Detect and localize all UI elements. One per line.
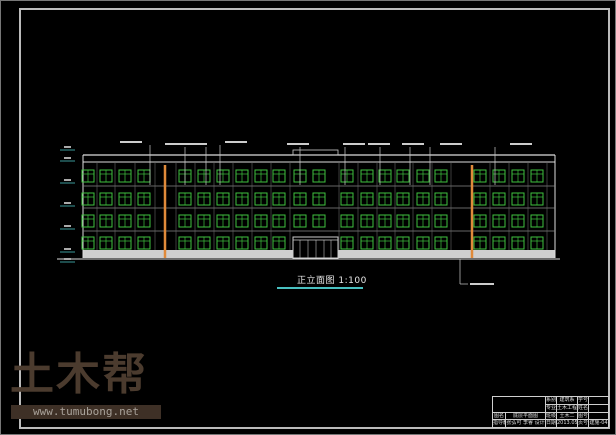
watermark-url: www.tumubong.net [11, 405, 161, 419]
entrance-door [292, 236, 339, 259]
annotation-text-mark [287, 143, 309, 145]
watermark-logo: 土木帮 [10, 349, 148, 400]
level-value-mark [64, 258, 71, 260]
title-block: 系别建筑系学号专业土木工程姓名图名底层平面图班级土木二图号指导教师张弘可 李睿 … [492, 396, 609, 428]
title-underline [277, 287, 363, 289]
annotation-text-mark [225, 141, 247, 143]
annotation-text-mark [343, 143, 365, 145]
annotation-text-mark [470, 283, 494, 285]
level-value-mark [64, 179, 71, 181]
annotation-text-mark [120, 141, 142, 143]
level-value-mark [64, 202, 71, 204]
title-block-blank [492, 396, 546, 413]
annotation-text-mark [510, 143, 532, 145]
title-block-cell: 2013.05 [556, 419, 578, 428]
annotation-text-mark [185, 143, 207, 145]
annotation-text-mark [368, 143, 390, 145]
level-value-mark [64, 157, 71, 159]
title-block-cell: 建施-04 [588, 419, 609, 428]
drawing-frame [19, 8, 610, 429]
title-block-cell: 张弘可 李睿 设计 [505, 419, 546, 428]
annotation-text-mark [440, 143, 462, 145]
title-block-cell: 指导教师 [492, 419, 506, 428]
level-value-mark [64, 248, 71, 250]
annotation-text-mark [165, 143, 187, 145]
level-value-mark [64, 146, 71, 148]
annotation-text-mark [402, 143, 424, 145]
level-value-mark [64, 225, 71, 227]
drawing-title: 正立面图 1:100 [297, 276, 367, 286]
roof-feature [292, 149, 339, 156]
